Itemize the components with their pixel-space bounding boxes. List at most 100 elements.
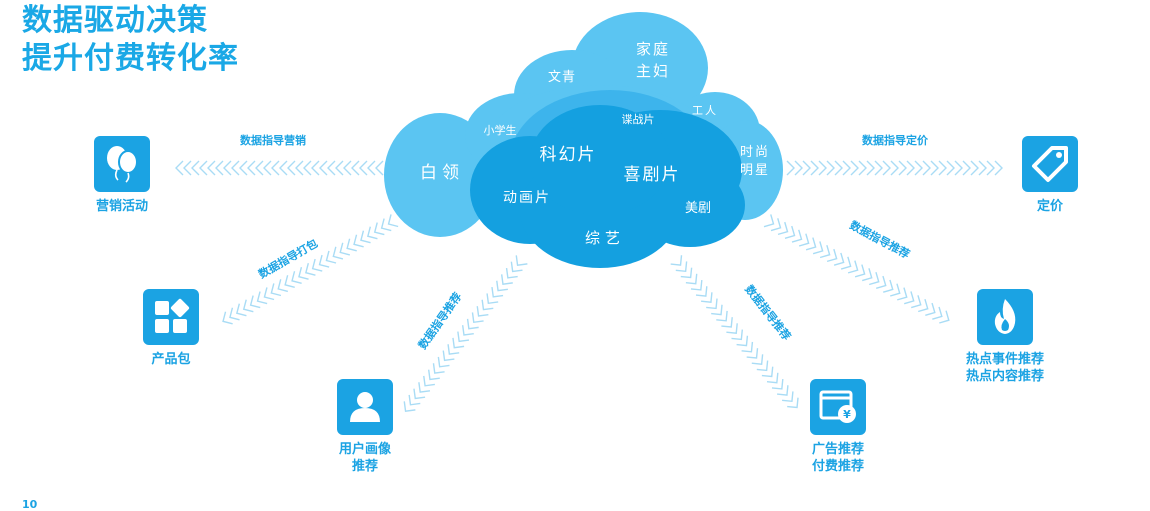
chevron-mark <box>418 382 431 393</box>
chevron-mark <box>794 160 803 176</box>
node-hot[interactable]: 热点事件推荐 热点内容推荐 <box>940 289 1070 385</box>
page-number: 10 <box>22 498 38 511</box>
node-marketing[interactable]: 营销活动 <box>57 136 187 215</box>
node-ads[interactable]: ¥ 广告推荐 付费推荐 <box>773 379 903 475</box>
chevron-mark <box>413 388 426 400</box>
title-line-2: 提升付费转化率 <box>22 41 239 76</box>
chevron-mark <box>515 255 528 266</box>
chevron-mark <box>946 160 955 176</box>
chevron-mark <box>311 160 320 176</box>
chevron-mark <box>452 337 465 349</box>
chevron-mark <box>303 160 312 176</box>
chevron-mark <box>898 160 907 176</box>
chevron-mark <box>862 268 873 282</box>
chevron-mark <box>380 218 392 232</box>
node-bundle-label: 产品包 <box>151 352 191 367</box>
chevron-mark <box>869 272 880 286</box>
chevron-mark <box>770 218 782 232</box>
chevron-mark <box>346 238 357 252</box>
cloud-word-mingxing: 明星 <box>740 163 770 178</box>
chevron-mark <box>375 160 384 176</box>
chevron-mark <box>236 303 247 317</box>
chevron-mark <box>685 273 698 285</box>
chevron-mark <box>883 279 894 293</box>
chevron-mark <box>471 312 484 324</box>
chevron-mark <box>239 160 248 176</box>
chevron-mark <box>746 348 759 359</box>
chevron-mark <box>437 356 450 368</box>
chevron-mark <box>914 160 923 176</box>
chevron-mark <box>810 160 819 176</box>
chevron-mark <box>318 254 330 268</box>
chevron-mark <box>447 344 460 355</box>
cloud-word-shishang: 时尚 <box>740 145 770 160</box>
chevron-mark <box>263 287 275 301</box>
chevron-mark <box>387 214 399 228</box>
chevron-mark <box>847 260 859 274</box>
chevron-mark <box>305 262 316 276</box>
chevron-mark <box>858 160 867 176</box>
chevron-mark <box>922 160 931 176</box>
chevron-mark <box>784 225 796 239</box>
chevron-mark <box>496 280 508 292</box>
chevron-mark <box>183 160 192 176</box>
chevron-mark <box>786 160 795 176</box>
chevron-mark <box>812 241 824 255</box>
chevron-mark <box>711 304 723 316</box>
chevron-mark <box>890 283 901 297</box>
chevron-mark <box>319 160 328 176</box>
chevron-mark <box>798 233 810 247</box>
chevron-mark <box>876 275 887 289</box>
chevron-mark <box>904 291 915 305</box>
chevron-mark <box>818 160 827 176</box>
chevron-mark <box>791 229 803 243</box>
node-marketing-label: 营销活动 <box>95 199 148 214</box>
chevron-mark <box>284 275 295 288</box>
chevron-mark <box>229 307 240 321</box>
cloud-word-xijupian: 喜剧片 <box>624 165 681 185</box>
node-bundle[interactable]: 产品包 <box>106 289 236 368</box>
chevron-mark <box>295 160 304 176</box>
chevron-mark <box>726 323 738 334</box>
cloud-word-bailing: 白领 <box>420 163 464 183</box>
chevron-mark <box>461 325 474 336</box>
chevron-mark <box>247 160 256 176</box>
chevron-mark <box>298 266 309 280</box>
chevron-mark <box>287 160 296 176</box>
chevron-mark <box>339 242 351 256</box>
node-user-profile-label: 用户画像 推荐 <box>338 442 391 474</box>
chevron-mark <box>311 258 323 272</box>
node-user-profile[interactable]: 用户画像 推荐 <box>300 379 430 475</box>
chevron-mark <box>866 160 875 176</box>
chevron-mark <box>840 256 852 270</box>
flow-label-marketing: 数据指导营销 <box>240 133 306 147</box>
chevron-mark <box>353 234 364 248</box>
cloud-word-jiating: 家庭 <box>636 40 670 58</box>
chevron-mark <box>675 261 688 273</box>
chevron-mark <box>500 274 513 285</box>
chevron-mark <box>918 299 929 313</box>
chevron-mark <box>457 331 470 343</box>
chevron-mark <box>751 354 764 365</box>
chevron-mark <box>986 160 995 176</box>
chevron-mark <box>249 295 261 309</box>
chevron-mark <box>854 264 866 278</box>
chevron-mark <box>690 279 703 291</box>
chevron-mark <box>367 226 378 240</box>
chevron-mark <box>680 267 693 279</box>
node-pricing[interactable]: 定价 <box>985 136 1115 215</box>
chevron-mark <box>373 222 385 236</box>
chevron-mark <box>736 335 749 347</box>
chevron-mark <box>175 160 184 176</box>
chevron-mark <box>834 160 843 176</box>
chevron-mark <box>731 329 744 341</box>
chevron-mark <box>805 237 817 251</box>
chevron-mark <box>505 267 518 279</box>
cloud-word-meiju: 美剧 <box>685 201 711 216</box>
chevron-mark <box>291 271 302 284</box>
chevron-mark <box>970 160 979 176</box>
user-icon <box>337 379 393 435</box>
chevron-mark <box>706 298 718 310</box>
flame-icon <box>977 289 1033 345</box>
chevron-mark <box>701 292 713 303</box>
